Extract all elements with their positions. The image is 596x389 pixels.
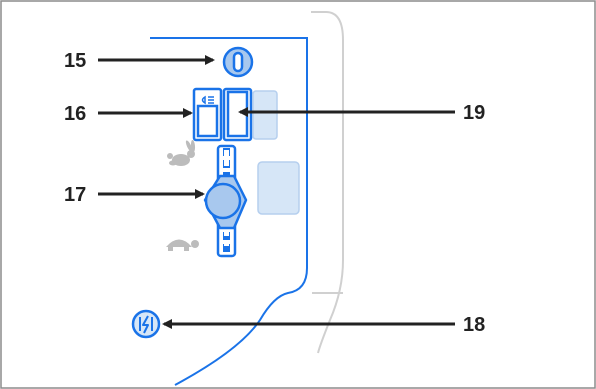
callout-label-18: 18 bbox=[463, 314, 485, 336]
panel-gray-outline bbox=[311, 11, 344, 354]
callout-label-19: 19 bbox=[463, 102, 485, 124]
callout-label-17: 17 bbox=[64, 184, 86, 206]
speed-knob[interactable] bbox=[203, 174, 248, 230]
speed-slider[interactable] bbox=[203, 144, 248, 258]
pale-blue-button-lower[interactable] bbox=[257, 161, 300, 215]
panel-blue-outline bbox=[150, 37, 308, 386]
headlight-switch[interactable] bbox=[192, 87, 223, 142]
oval-slot-icon[interactable] bbox=[222, 46, 254, 78]
headlight-icon bbox=[201, 95, 214, 105]
callout-label-15: 15 bbox=[64, 50, 86, 72]
turtle-icon bbox=[166, 239, 199, 251]
middle-switch[interactable] bbox=[222, 87, 253, 142]
lightning-swap-icon[interactable] bbox=[131, 309, 161, 339]
callout-label-16: 16 bbox=[64, 103, 86, 125]
rabbit-icon bbox=[167, 140, 196, 166]
pale-blue-button-upper[interactable] bbox=[252, 90, 278, 140]
